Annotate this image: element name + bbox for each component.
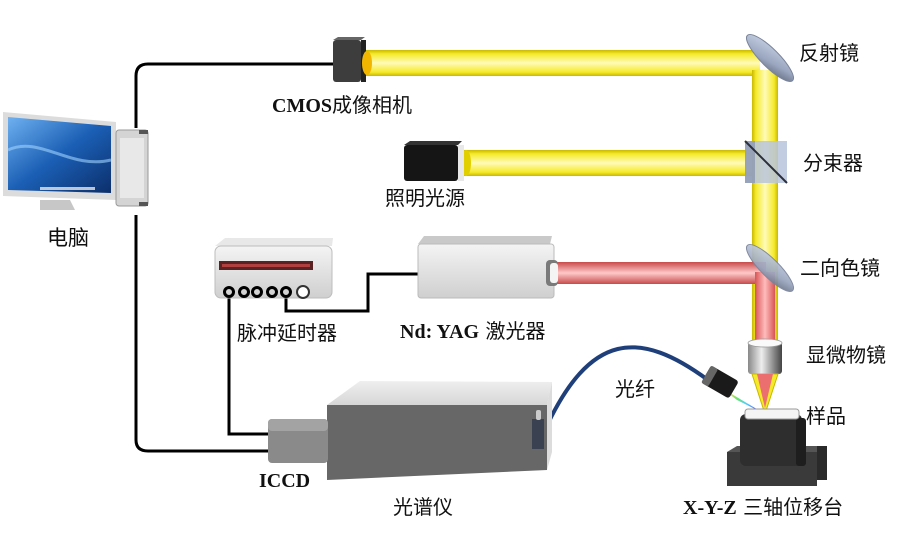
fiber-collimator — [701, 366, 738, 398]
illumination-source — [404, 141, 464, 181]
pulse-delay-generator — [214, 238, 333, 299]
dichroic-mirror — [745, 243, 795, 293]
nd-yag-laser — [417, 236, 558, 299]
label-spectrometer: 光谱仪 — [393, 495, 453, 519]
focused-beam-cone — [751, 373, 779, 416]
cable-computer-cmos — [134, 62, 336, 128]
computer — [3, 112, 149, 210]
label-computer: 电脑 — [47, 226, 89, 250]
optical-fiber — [542, 345, 710, 433]
label-stage: X-Y-Z 三轴位移台 — [683, 497, 843, 518]
cable-computer-iccd — [134, 215, 270, 453]
label-laser-suffix: 激光器 — [485, 319, 546, 343]
label-cmos-camera: CMOS成像相机 — [272, 95, 412, 116]
cmos-camera — [333, 37, 372, 82]
label-beam-splitter: 分束器 — [803, 151, 863, 175]
microscope-objective — [747, 338, 783, 374]
label-dichroic-mirror: 二向色镜 — [800, 256, 880, 280]
laser-beam-vertical — [755, 272, 775, 342]
imaging-beam-top — [362, 50, 760, 76]
cable-delay-iccd — [227, 292, 270, 436]
sample — [744, 408, 800, 420]
laser-beam-horizontal — [556, 262, 766, 284]
iccd-camera — [268, 419, 328, 463]
label-cmos-suffix: 成像相机 — [332, 93, 412, 117]
xyz-stage — [727, 414, 827, 486]
label-laser-prefix: Nd: YAG — [400, 321, 480, 343]
label-stage-prefix: X-Y-Z — [683, 497, 737, 519]
cable-delay-laser — [284, 272, 418, 313]
label-iccd: ICCD — [259, 470, 311, 492]
label-pulse-delay: 脉冲延时器 — [237, 321, 337, 345]
spectrometer — [327, 381, 552, 480]
label-fiber: 光纤 — [615, 377, 655, 401]
reflector-mirror — [745, 33, 795, 83]
label-stage-suffix: 三轴位移台 — [743, 495, 844, 519]
beam-splitter-cube — [744, 140, 788, 184]
label-cmos-prefix: CMOS — [272, 95, 332, 117]
label-objective: 显微物镜 — [806, 343, 886, 367]
label-sample: 样品 — [806, 404, 846, 428]
label-illumination: 照明光源 — [385, 186, 465, 210]
label-laser: Nd: YAG 激光器 — [400, 321, 545, 342]
illumination-beam — [464, 150, 752, 176]
label-reflector: 反射镜 — [799, 41, 859, 65]
